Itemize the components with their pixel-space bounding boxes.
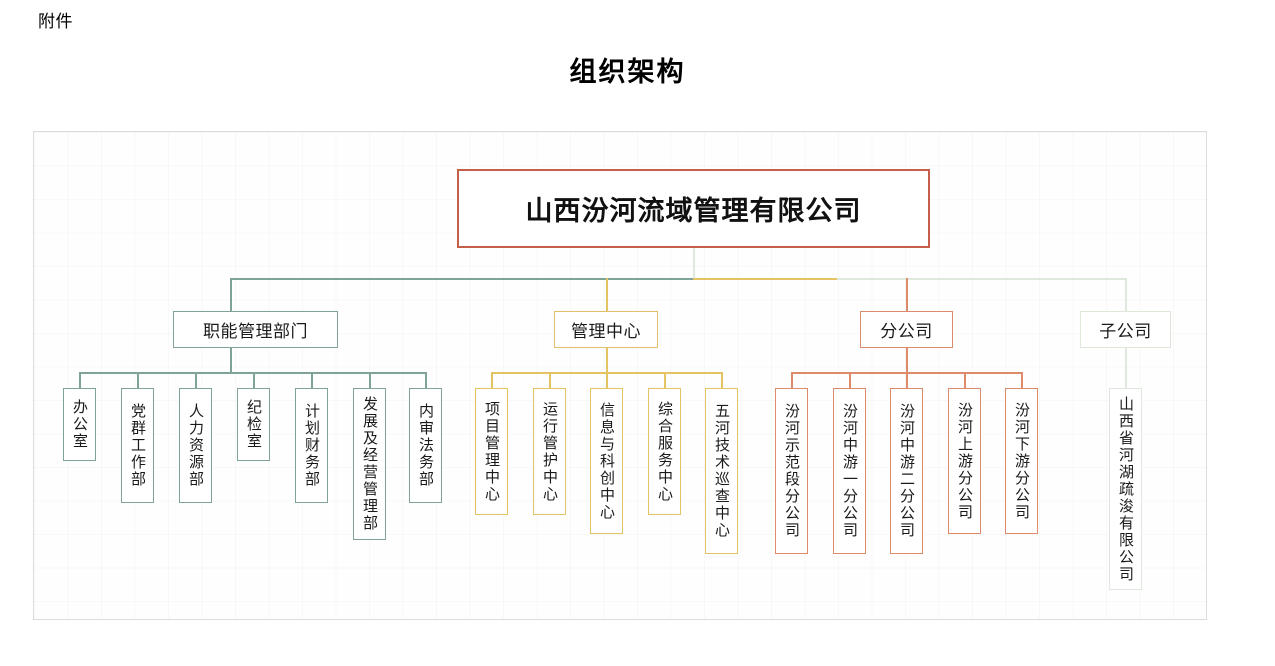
edge-functional-leaf-3 xyxy=(195,372,197,389)
edge-branch-stem xyxy=(906,348,908,373)
edge-branch-leaf-4 xyxy=(964,372,966,389)
node-leaf-discipline-inspection-office[interactable]: 纪检室 xyxy=(237,388,270,461)
edge-root-stem xyxy=(693,248,695,279)
node-leaf-fenhe-upstream-branch[interactable]: 汾河上游分公司 xyxy=(948,388,981,534)
node-leaf-party-mass-work-dept[interactable]: 党群工作部 xyxy=(121,388,154,503)
node-leaf-fenhe-midstream-second-branch[interactable]: 汾河中游二分公司 xyxy=(890,388,923,554)
node-leaf-development-operation-management-dept[interactable]: 发展及经营管理部 xyxy=(353,388,386,540)
node-leaf-office[interactable]: 办公室 xyxy=(63,388,96,461)
edge-branch-leaf-5 xyxy=(1021,372,1023,389)
node-leaf-planning-finance-dept[interactable]: 计划财务部 xyxy=(295,388,328,503)
edge-functional-bus xyxy=(79,372,426,374)
node-leaf-five-river-inspection-center[interactable]: 五河技术巡查中心 xyxy=(705,388,738,554)
node-group-management-centers[interactable]: 管理中心 xyxy=(554,311,658,348)
edge-functional-leaf-4 xyxy=(253,372,255,389)
edge-functional-leaf-1 xyxy=(79,372,81,389)
node-leaf-project-management-center[interactable]: 项目管理中心 xyxy=(475,388,508,515)
node-root-company[interactable]: 山西汾河流域管理有限公司 xyxy=(457,169,930,248)
edge-trunk-gold xyxy=(693,278,839,280)
edge-drop-subsidiary xyxy=(1125,278,1127,311)
edge-functional-leaf-5 xyxy=(311,372,313,389)
edge-branch-leaf-3 xyxy=(906,372,908,389)
edge-drop-branch xyxy=(906,278,908,311)
edge-subsidiary-stem xyxy=(1125,348,1127,389)
edge-trunk-palegreen xyxy=(837,278,1127,280)
edge-functional-leaf-2 xyxy=(137,372,139,389)
edge-drop-functional xyxy=(230,278,232,311)
node-group-branch-companies[interactable]: 分公司 xyxy=(860,311,953,348)
connector-lines xyxy=(34,132,1208,621)
org-chart-canvas: 山西汾河流域管理有限公司 职能管理部门 管理中心 分公司 子公司 办公室 党群工… xyxy=(33,131,1207,620)
node-leaf-fenhe-midstream-first-branch[interactable]: 汾河中游一分公司 xyxy=(833,388,866,554)
node-leaf-shanxi-river-lake-dredging-co[interactable]: 山西省河湖疏浚有限公司 xyxy=(1109,388,1142,590)
edge-branch-leaf-1 xyxy=(791,372,793,389)
edge-management-leaf-5 xyxy=(721,372,723,389)
node-group-subsidiary-companies[interactable]: 子公司 xyxy=(1080,311,1171,348)
edge-management-leaf-2 xyxy=(549,372,551,389)
edge-management-leaf-1 xyxy=(491,372,493,389)
node-group-functional-departments[interactable]: 职能管理部门 xyxy=(173,311,338,348)
node-leaf-internal-audit-legal-dept[interactable]: 内审法务部 xyxy=(409,388,442,503)
page-title: 组织架构 xyxy=(569,57,686,87)
edge-drop-management xyxy=(606,278,608,311)
edge-management-leaf-4 xyxy=(664,372,666,389)
edge-trunk-teal xyxy=(230,278,695,280)
node-leaf-fenhe-demonstration-branch[interactable]: 汾河示范段分公司 xyxy=(775,388,808,554)
org-chart-nodes: 山西汾河流域管理有限公司 职能管理部门 管理中心 分公司 子公司 办公室 党群工… xyxy=(34,132,1208,621)
edge-functional-leaf-6 xyxy=(369,372,371,389)
node-leaf-fenhe-downstream-branch[interactable]: 汾河下游分公司 xyxy=(1005,388,1038,534)
edge-management-stem xyxy=(606,348,608,373)
node-leaf-operation-maintenance-center[interactable]: 运行管护中心 xyxy=(533,388,566,515)
edge-functional-leaf-7 xyxy=(425,372,427,389)
attachment-label: 附件 xyxy=(38,12,73,31)
edge-branch-leaf-2 xyxy=(849,372,851,389)
node-leaf-human-resources-dept[interactable]: 人力资源部 xyxy=(179,388,212,503)
node-leaf-information-innovation-center[interactable]: 信息与科创中心 xyxy=(590,388,623,534)
edge-management-leaf-3 xyxy=(606,372,608,389)
edge-functional-stem xyxy=(230,348,232,373)
node-leaf-comprehensive-service-center[interactable]: 综合服务中心 xyxy=(648,388,681,515)
